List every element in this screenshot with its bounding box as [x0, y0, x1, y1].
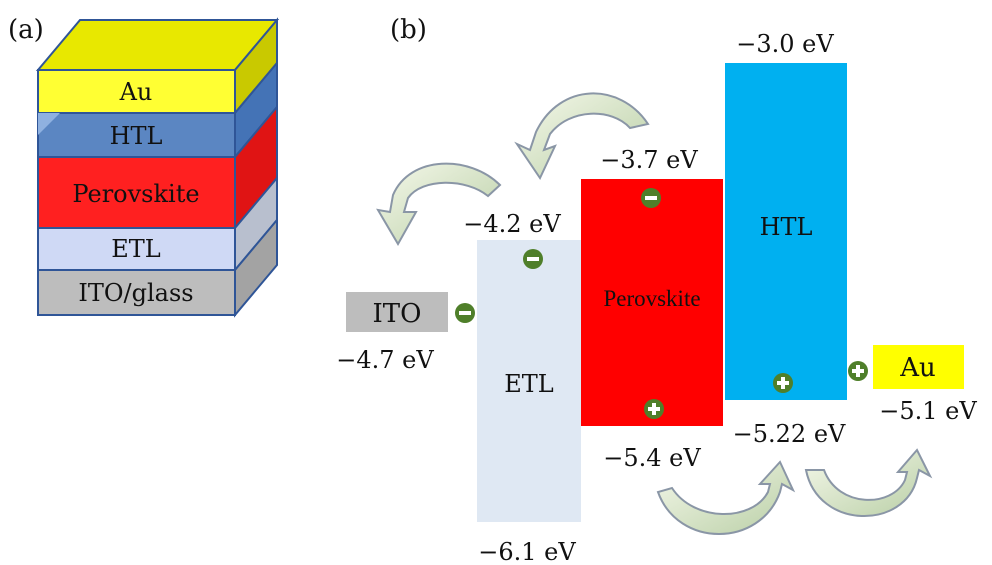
hole-icon: [848, 361, 868, 381]
hole-icon: [644, 399, 664, 419]
panel-b-label: (b): [390, 15, 427, 45]
layer-label-etl: ETL: [111, 235, 161, 263]
perovskite-band: [581, 179, 723, 426]
electron-icon: [523, 249, 543, 269]
electron-icon: [455, 303, 475, 323]
au-box: [873, 345, 964, 389]
au-level: −5.1 eV: [879, 397, 977, 425]
etl-layer: [37, 227, 236, 271]
ito-layer: [37, 269, 236, 316]
htl-top-level: −3.0 eV: [736, 30, 834, 58]
panel-a-label: (a): [8, 15, 44, 45]
htl-band: [725, 63, 847, 400]
device-stack: [35, 17, 280, 318]
htl-bottom-level: −5.22 eV: [733, 420, 846, 448]
perovskite-top-level: −3.7 eV: [600, 146, 698, 174]
ito-label: ITO: [373, 299, 422, 329]
htl-label: HTL: [760, 213, 813, 241]
perovskite-label: Perovskite: [603, 286, 700, 311]
layer-label-perovskite: Perovskite: [72, 180, 199, 208]
perovskite-bottom-level: −5.4 eV: [603, 444, 701, 472]
electron-icon: [641, 188, 661, 208]
layer-label-ito: ITO/glass: [78, 279, 193, 307]
etl-label: ETL: [504, 370, 554, 398]
ito-level: −4.7 eV: [336, 346, 434, 374]
layer-label-htl: HTL: [110, 122, 163, 150]
etl-top-level: −4.2 eV: [463, 210, 561, 238]
curved-arrow-icon: [514, 92, 650, 181]
curved-arrow-icon: [656, 460, 796, 535]
etl-band: [477, 240, 581, 522]
etl-bottom-level: −6.1 eV: [478, 538, 576, 565]
hole-icon: [773, 373, 793, 393]
au-label: Au: [899, 353, 936, 383]
ito-side: [234, 217, 278, 318]
curved-arrow-icon: [376, 162, 502, 247]
curved-arrow-icon: [804, 448, 933, 518]
ito-box: [346, 292, 448, 332]
layer-label-au: Au: [119, 78, 153, 106]
